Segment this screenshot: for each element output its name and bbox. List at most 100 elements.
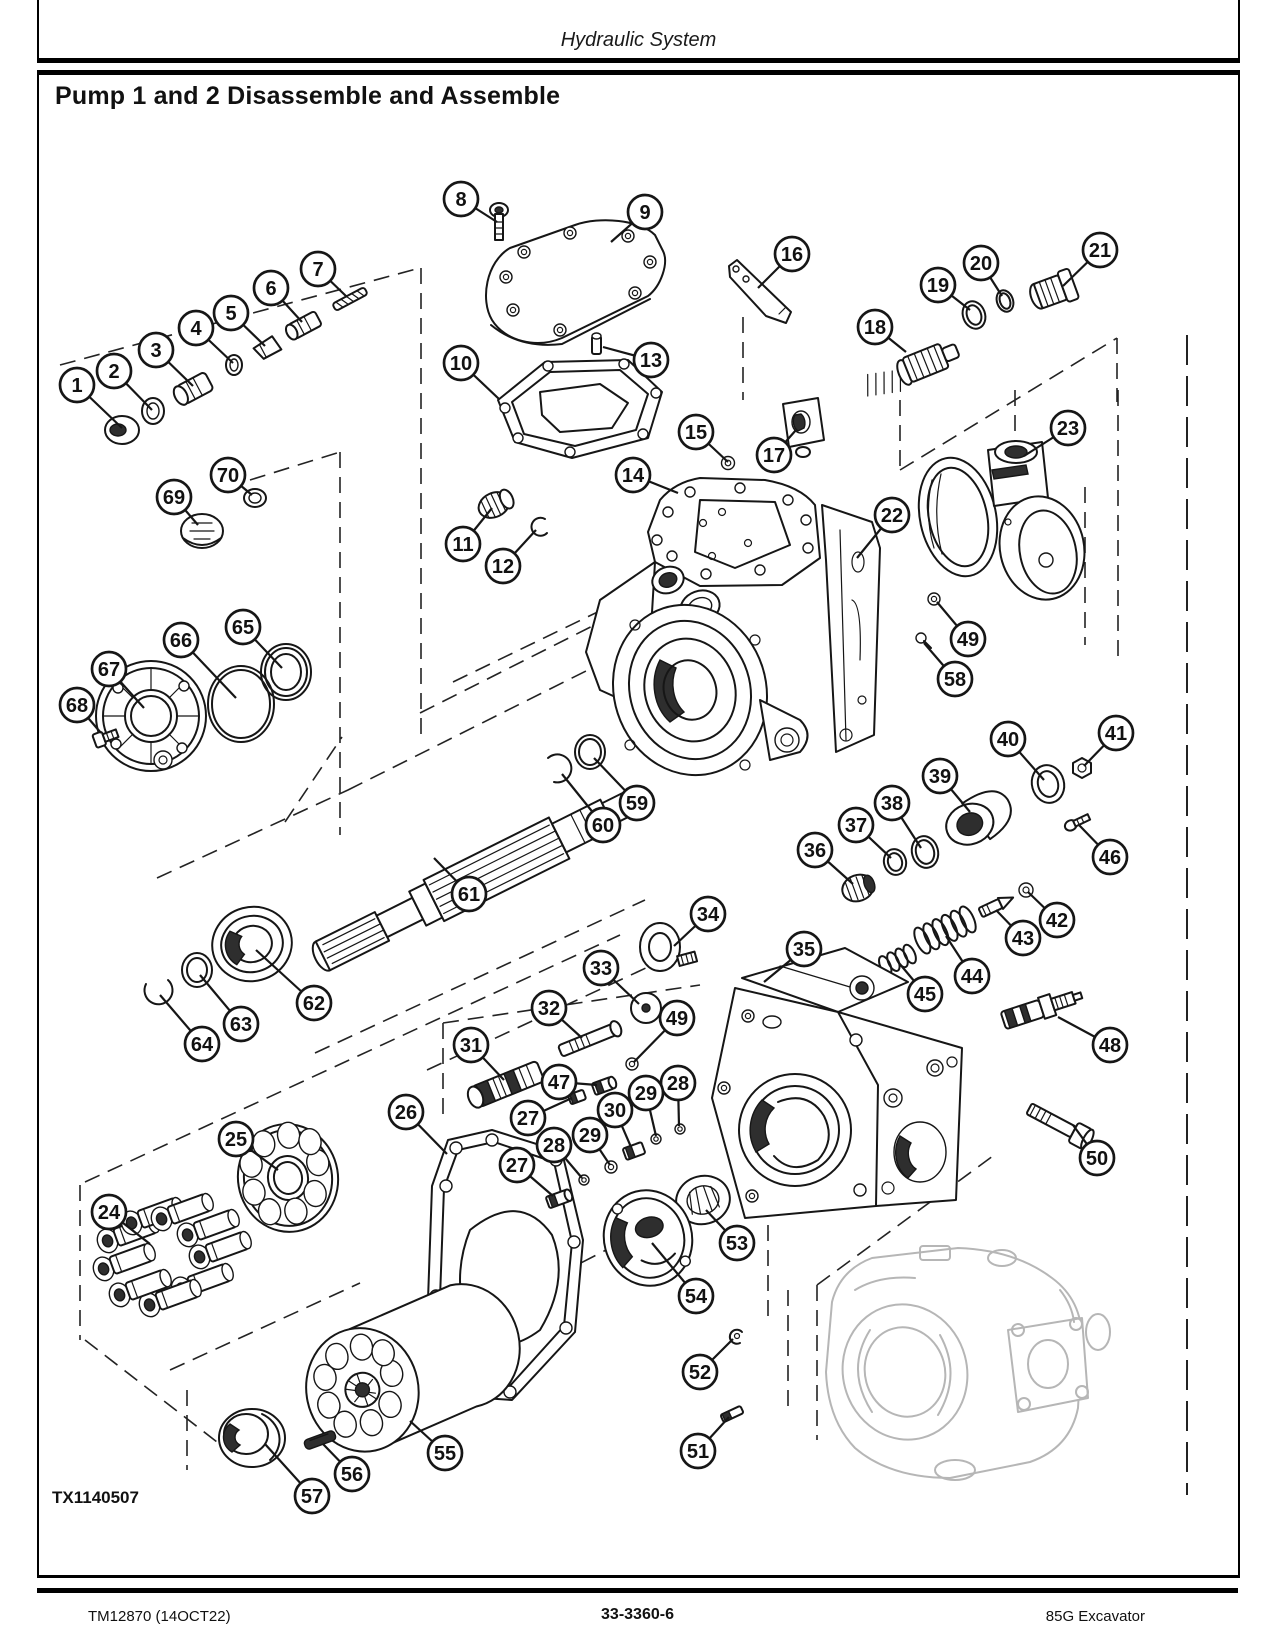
callout-59: 59 (593, 757, 656, 822)
svg-text:37: 37 (845, 815, 867, 837)
callout-22: 22 (856, 496, 911, 559)
callout-50: 50 (1072, 1124, 1116, 1177)
svg-text:38: 38 (881, 793, 903, 815)
svg-text:27: 27 (517, 1108, 539, 1130)
part-rotating-group (89, 1121, 584, 1401)
part-valve-housing (711, 947, 963, 1219)
callout-41: 41 (1083, 714, 1135, 767)
svg-text:59: 59 (626, 793, 648, 815)
svg-text:13: 13 (640, 350, 662, 372)
svg-text:15: 15 (685, 422, 707, 444)
svg-text:51: 51 (687, 1441, 709, 1463)
callout-21: 21 (1062, 231, 1119, 287)
callout-3: 3 (137, 331, 194, 387)
callout-64: 64 (159, 994, 221, 1063)
callout-36: 36 (796, 831, 854, 885)
callout-66: 66 (162, 621, 237, 699)
svg-text:12: 12 (492, 556, 514, 578)
callout-52: 52 (681, 1338, 734, 1391)
part-cylinder-block-group (218, 1283, 521, 1468)
svg-text:40: 40 (997, 729, 1019, 751)
svg-text:4: 4 (190, 318, 202, 340)
callout-19: 19 (919, 266, 971, 311)
svg-text:36: 36 (804, 840, 826, 862)
svg-text:67: 67 (98, 659, 120, 681)
callout-65: 65 (224, 608, 283, 669)
callout-47: 47 (540, 1063, 598, 1101)
svg-text:57: 57 (301, 1486, 323, 1508)
svg-text:8: 8 (455, 189, 466, 211)
callout-29: 29 (627, 1074, 665, 1137)
svg-text:69: 69 (163, 487, 185, 509)
part-cover-plate-group (485, 202, 667, 459)
callout-13: 13 (602, 341, 670, 379)
page-title: Pump 1 and 2 Disassemble and Assemble (55, 82, 561, 110)
callout-69: 69 (155, 478, 199, 526)
svg-text:25: 25 (225, 1129, 247, 1151)
svg-text:33: 33 (590, 958, 612, 980)
svg-text:62: 62 (303, 993, 325, 1015)
footer-model: 85G Excavator (1045, 1608, 1145, 1625)
callout-24: 24 (90, 1193, 151, 1245)
callout-32: 32 (530, 989, 583, 1039)
svg-text:2: 2 (108, 361, 119, 383)
callout-31: 31 (452, 1026, 505, 1081)
svg-text:3: 3 (150, 340, 161, 362)
svg-text:42: 42 (1046, 910, 1068, 932)
svg-text:28: 28 (667, 1073, 689, 1095)
svg-text:27: 27 (506, 1155, 528, 1177)
callout-34: 34 (673, 895, 727, 947)
callout-43: 43 (995, 909, 1042, 957)
svg-text:34: 34 (697, 904, 720, 926)
svg-text:28: 28 (543, 1135, 565, 1157)
svg-text:50: 50 (1086, 1148, 1108, 1170)
svg-text:35: 35 (793, 939, 815, 961)
callout-48: 48 (1057, 1016, 1129, 1064)
callout-5: 5 (212, 294, 266, 347)
part-bracket-and-stopper (672, 259, 825, 501)
svg-text:56: 56 (341, 1464, 363, 1486)
svg-text:16: 16 (781, 244, 803, 266)
svg-text:7: 7 (312, 259, 323, 281)
callout-14: 14 (614, 456, 679, 495)
callout-60: 60 (561, 773, 622, 844)
callout-67: 67 (90, 650, 145, 709)
svg-text:55: 55 (434, 1443, 456, 1465)
svg-text:49: 49 (957, 629, 979, 651)
svg-text:44: 44 (961, 966, 984, 988)
callout-46: 46 (1078, 824, 1129, 876)
svg-text:68: 68 (66, 695, 88, 717)
svg-text:1: 1 (71, 375, 82, 397)
svg-text:63: 63 (230, 1014, 252, 1036)
svg-text:60: 60 (592, 815, 614, 837)
callout-55: 55 (409, 1420, 464, 1472)
footer-rule (37, 1588, 1238, 1593)
callout-11: 11 (444, 507, 493, 563)
part-control-spool-group (466, 592, 941, 1209)
callout-45: 45 (898, 962, 944, 1013)
callout-49: 49 (936, 601, 987, 658)
svg-text:47: 47 (548, 1072, 570, 1094)
svg-text:17: 17 (763, 445, 785, 467)
svg-text:48: 48 (1099, 1035, 1121, 1057)
svg-text:70: 70 (217, 465, 239, 487)
svg-text:5: 5 (225, 303, 236, 325)
running-header-box: Hydraulic System (37, 0, 1240, 63)
callout-2: 2 (95, 352, 153, 411)
callout-44: 44 (945, 935, 991, 995)
callout-38: 38 (873, 784, 922, 849)
callout-27: 27 (509, 1096, 573, 1137)
callout-9: 9 (610, 193, 664, 243)
assembled-pump-ghost-image (825, 1245, 1111, 1481)
running-header: Hydraulic System (560, 29, 717, 51)
callout-70: 70 (209, 456, 253, 496)
callout-16: 16 (757, 235, 811, 289)
svg-text:6: 6 (265, 278, 276, 300)
svg-text:9: 9 (639, 202, 650, 224)
part-pump-housing (585, 477, 881, 777)
svg-text:39: 39 (929, 766, 951, 788)
figure-id-label: TX1140507 (52, 1488, 139, 1507)
svg-text:18: 18 (864, 317, 886, 339)
part-plug-group-1-7 (104, 287, 368, 445)
